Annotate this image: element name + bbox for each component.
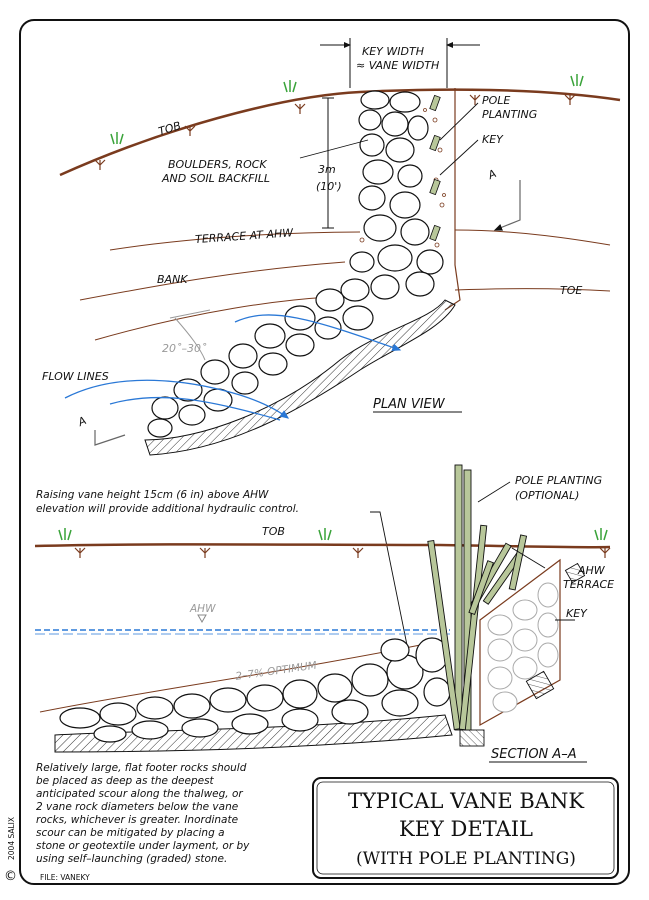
section-rocks [59,637,451,743]
title-line-1: TYPICAL VANE BANK [348,789,584,813]
section-caption: SECTION A–A [491,747,577,762]
title-block: TYPICAL VANE BANK KEY DETAIL (WITH POLE … [312,777,619,879]
key-rocks [349,90,444,300]
plan-view-caption: PLAN VIEW [373,397,446,412]
toe-line [94,288,611,341]
raise-note-leader [370,511,409,651]
pole-planting-bundle [427,464,528,731]
title-block-outer [312,777,619,879]
grass-tufts-section [58,528,608,541]
section-a-marker-top [493,180,521,231]
section-a-marker-bottom [94,430,126,446]
vane-footer-hatch [144,299,456,456]
ahw-water-surface [35,614,450,635]
pole-planting-leader [477,481,511,503]
tob-ticks-section [74,547,611,558]
raise-note-2: elevation will provide additional hydrau… [36,503,299,515]
key-width-label-2: ≈ VANE WIDTH [356,59,439,72]
key-width-dimension [320,38,480,88]
grass-tufts [110,74,584,145]
top-of-bank-line [59,88,621,177]
ahw-terrace-label-2: TERRACE [563,578,614,591]
copyright: © 2004 SALIX [4,817,17,884]
terrace-label: TERRACE AT AHW [195,226,295,246]
key-width-label-1: KEY WIDTH [362,45,424,58]
key-trench [444,88,461,311]
section-a-label-top: A [485,167,498,182]
footnote-line-1: Relatively large, flat footer rocks shou… [36,762,247,774]
angle-ref-line [169,309,211,319]
angle-label: 20˚–30˚ [162,342,207,355]
pole-plantings [429,94,441,242]
footnote: Relatively large, flat footer rocks shou… [36,762,250,882]
raise-note-1: Raising vane height 15cm (6 in) above AH… [36,489,269,501]
key-trench-hatching [459,562,586,747]
toe-label: TOE [560,284,582,297]
vane-rocks [147,278,374,438]
footnote-line-7: stone or geotextile under layment, or by [36,840,250,852]
bank-label: BANK [157,273,188,286]
pole-planting-label-plan-1: POLE [482,94,510,107]
key-label-section: KEY [566,607,588,620]
section-a-label-bottom: A [75,414,88,429]
title-block-inner [316,781,615,875]
optimum-label: 2–7% OPTIMUM [235,660,318,683]
copyright-text: 2004 SALIX [7,817,16,860]
title-line-3: (WITH POLE PLANTING) [356,849,576,869]
copyright-symbol: © [4,869,17,884]
footnote-line-6: scour can be mitigated by placing a [36,827,225,839]
pole-planting-label-section-2: (OPTIONAL) [515,489,579,502]
terrace-line [109,229,611,251]
footnote-line-3: anticipated scour along the thalweg, or [36,788,243,800]
pole-planting-label-plan-2: PLANTING [482,108,537,121]
tob-label-section: TOB [262,525,285,538]
file-label: FILE: VANEKY [40,873,90,882]
tob-line-section [34,543,611,549]
footnote-line-2: be placed as deep as the deepest [36,775,215,787]
depth-dimension [322,97,334,229]
ahw-terrace-label-1: AHW [577,564,606,577]
terrace-leader [511,547,546,569]
angle-arc [174,317,206,361]
title-line-2: KEY DETAIL [399,817,533,841]
boulders-label-1: BOULDERS, ROCK [168,158,267,171]
ahw-label: AHW [189,603,216,615]
footnote-line-5: rocks, whichever is greater. Inordinate [36,814,238,826]
key-label-plan: KEY [482,133,504,146]
boulders-label-2: AND SOIL BACKFILL [161,172,270,185]
pole-planting-label-section-1: POLE PLANTING [515,474,602,487]
tob-ticks [94,94,576,170]
bank-line [79,261,346,301]
section-view: Raising vane height 15cm (6 in) above AH… [34,464,614,763]
tob-label-plan: TOB [157,119,183,138]
footnote-line-4: 2 vane rock diameters below the vane [36,801,238,813]
key-trench-rocks [487,582,559,713]
key-trench-section [479,558,561,727]
sheet-border [19,19,630,885]
footnote-line-8: using self–launching (graded) stone. [36,853,227,865]
plan-leaders [299,102,479,176]
depth-label-1: 3m [318,163,336,176]
depth-label-2: (10') [316,180,342,193]
flow-lines-label: FLOW LINES [42,370,109,383]
plan-view: KEY WIDTH ≈ VANE WIDTH 3m (10') [42,38,621,456]
backfill-dots [359,108,446,248]
flow-lines [64,314,402,421]
